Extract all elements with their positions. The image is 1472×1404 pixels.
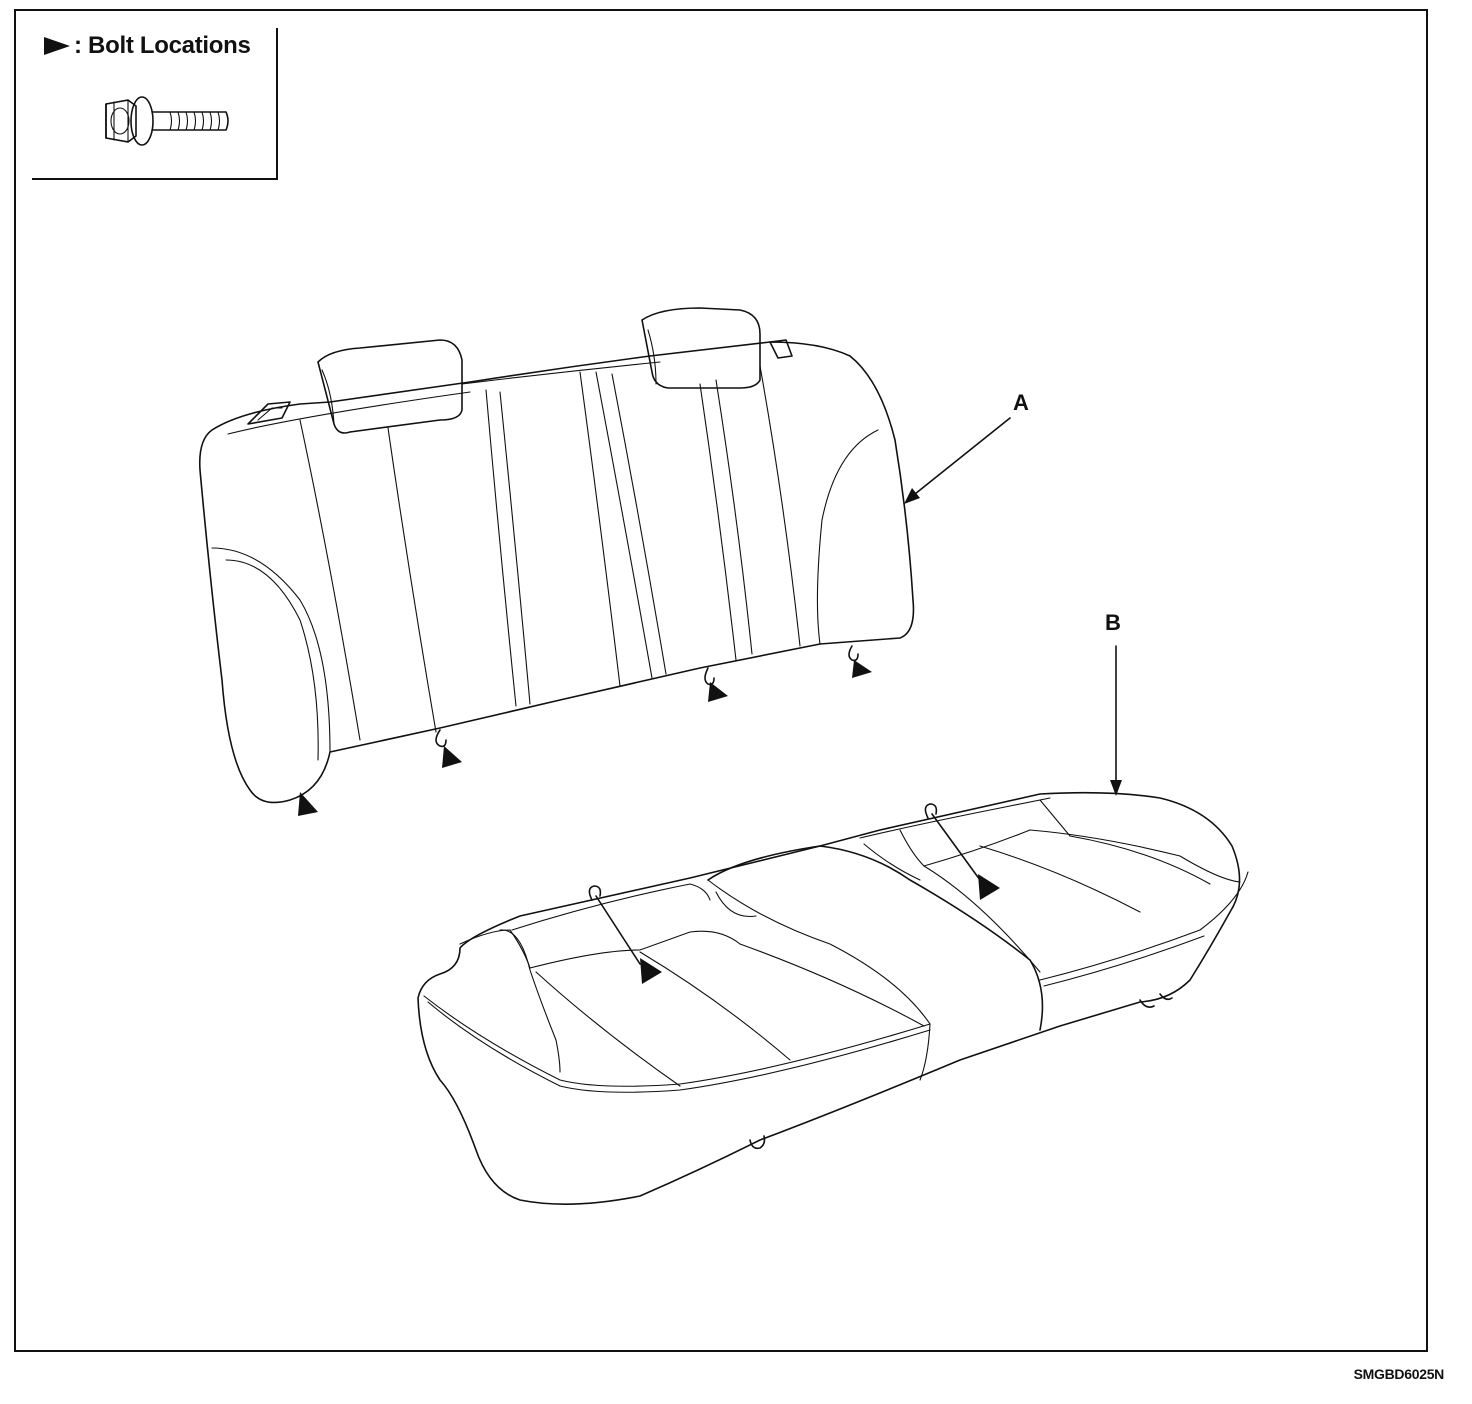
figure-frame — [14, 9, 1428, 1352]
legend-text: : Bolt Locations — [74, 32, 251, 59]
bolt-marker-icon — [44, 37, 70, 55]
figure-id: SMGBD6025N — [1353, 1366, 1445, 1382]
bolt-icon — [105, 96, 229, 146]
legend-box: : Bolt Locations — [32, 28, 278, 180]
legend-label-row: : Bolt Locations — [44, 32, 251, 60]
rear-seat-back-icon — [198, 307, 915, 816]
callout-b-leader — [1110, 645, 1122, 796]
callout-b-label: B — [1105, 610, 1121, 635]
callout-a-leader — [904, 417, 1011, 504]
callout-a-label: A — [1013, 390, 1029, 415]
rear-seat-cushion-icon — [417, 791, 1249, 1205]
